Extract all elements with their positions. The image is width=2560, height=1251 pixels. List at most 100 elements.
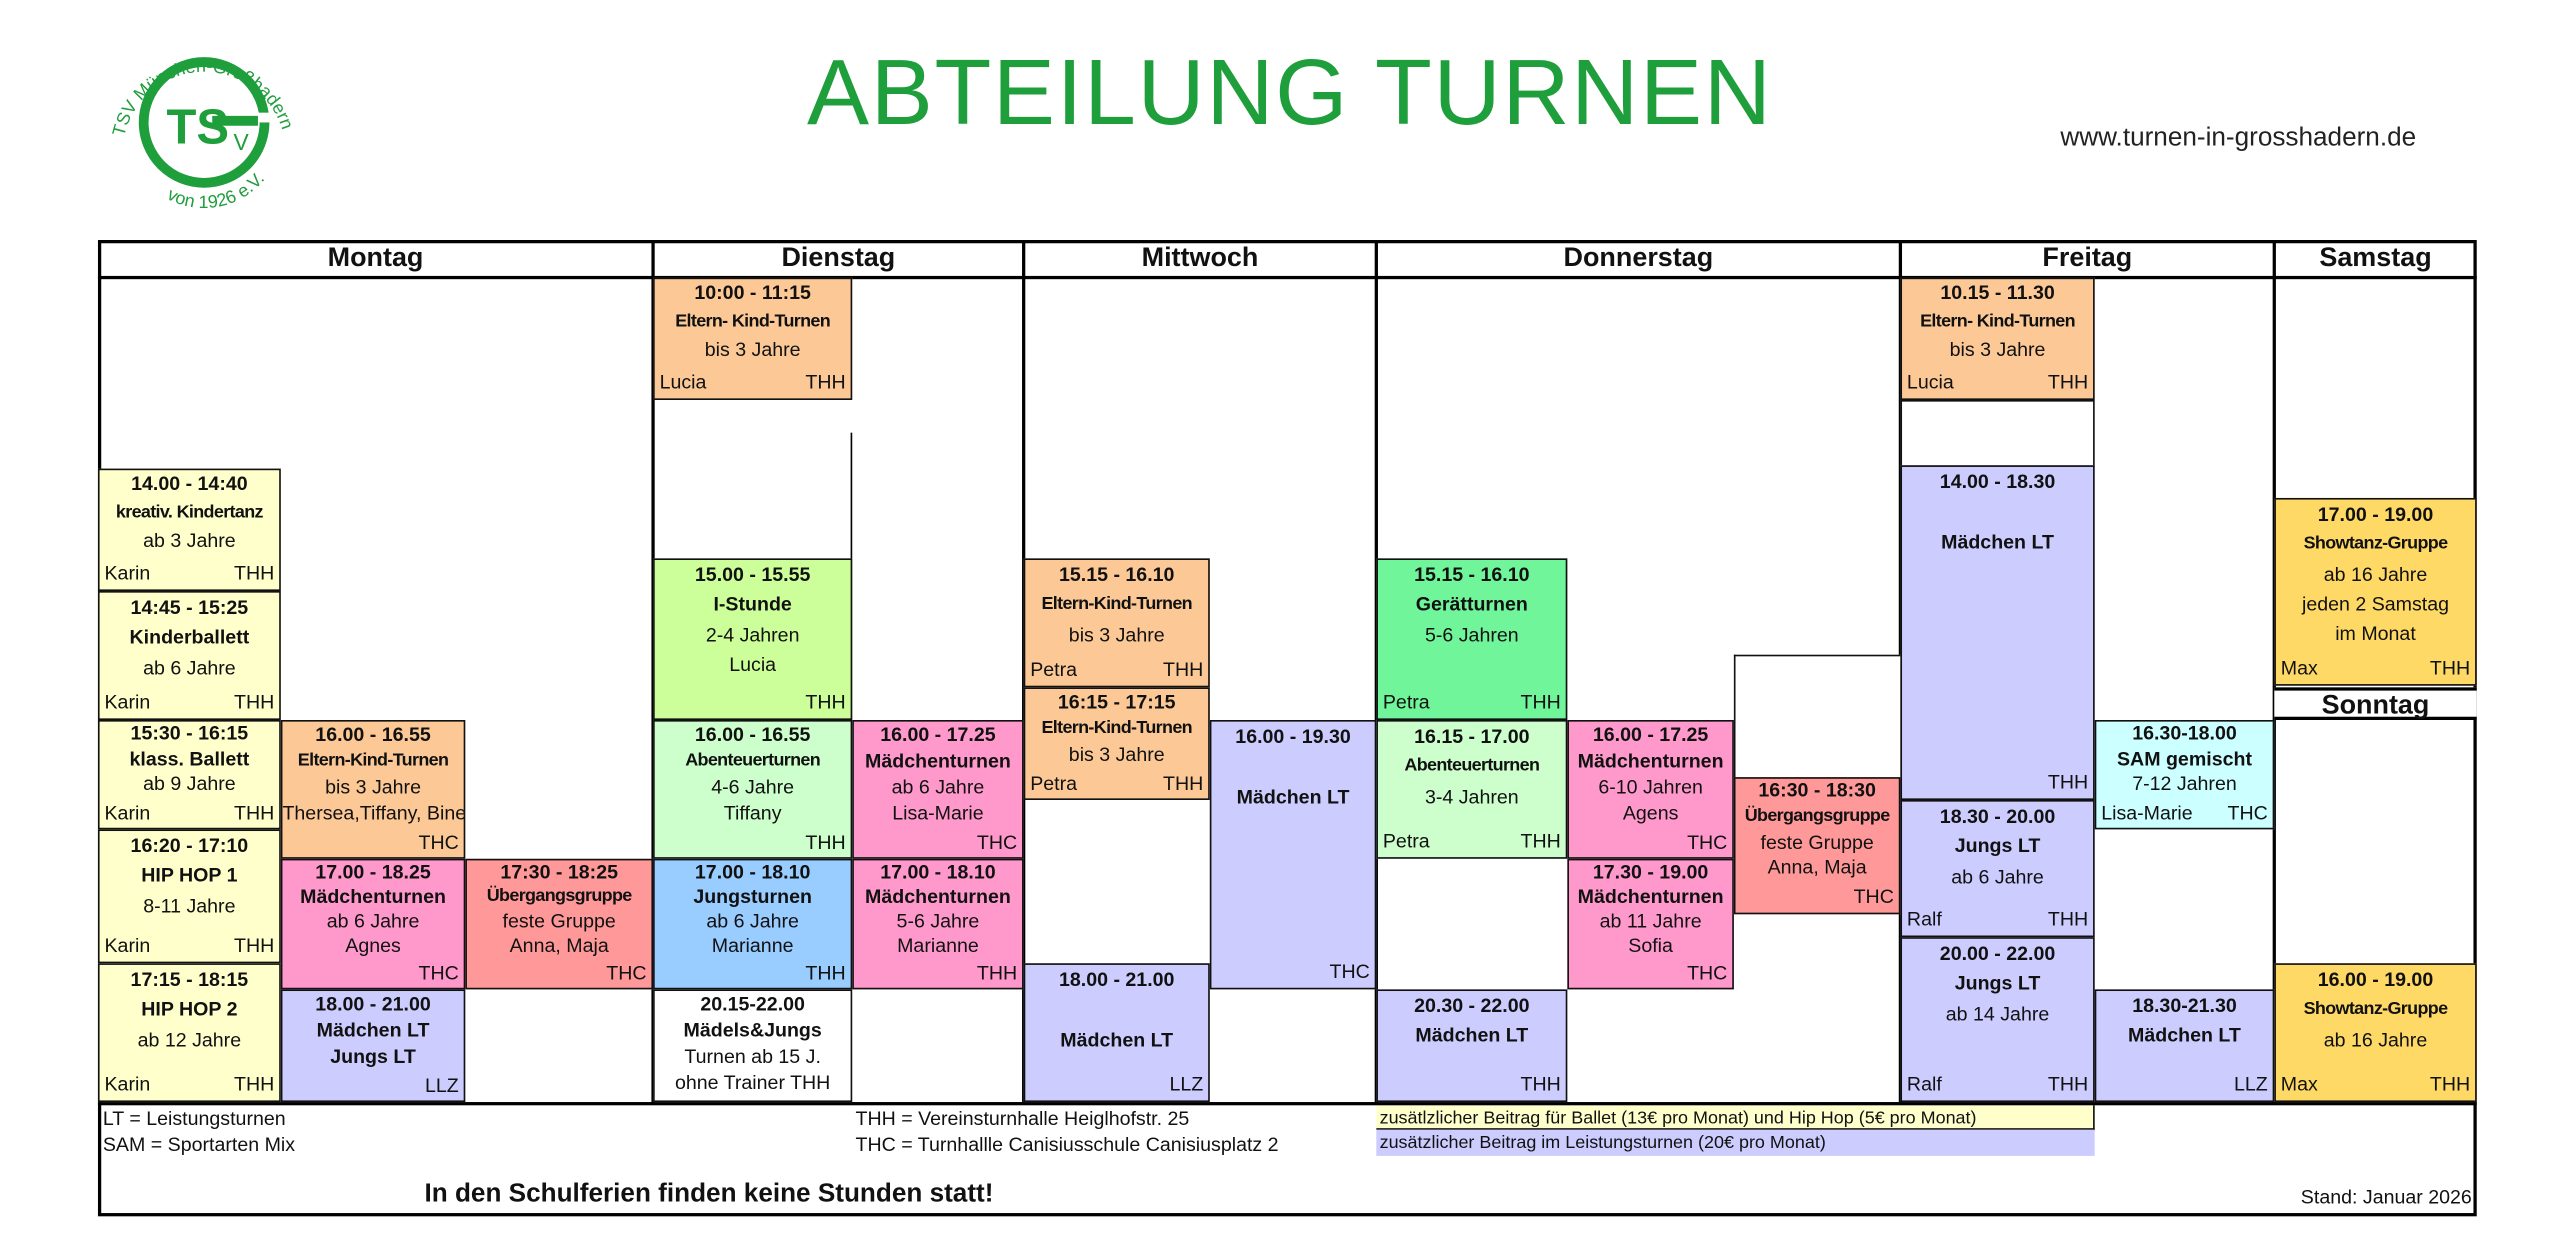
- session-detail: ab 11 Jahre: [1599, 909, 1702, 933]
- session-footer: LLZ: [2096, 1069, 2272, 1099]
- session-detail: ab 12 Jahre: [137, 1028, 242, 1052]
- session-location: THH: [805, 689, 846, 713]
- session-title: Mädchen LT: [1236, 784, 1350, 808]
- session-trainer: Ralf: [1906, 907, 1942, 930]
- session-time: 16.00 - 16.55: [315, 723, 431, 747]
- session-location: LLZ: [1169, 1071, 1204, 1095]
- session-location: THH: [234, 689, 275, 713]
- session-location: THH: [1520, 689, 1561, 713]
- session-time: 17.30 - 19.00: [1592, 860, 1709, 884]
- session-footer: THH: [655, 829, 851, 855]
- session-location: THH: [976, 961, 1018, 985]
- session-title: Mädels&Jungs: [683, 1018, 822, 1042]
- session-time: 20.00 - 22.00: [1939, 942, 2056, 965]
- session-time: 17.00 - 18.25: [315, 860, 431, 884]
- session-trainer: Max: [2280, 655, 2318, 679]
- session-time: 17.00 - 19.00: [2317, 502, 2434, 526]
- session-title: Eltern- Kind-Turnen: [1920, 311, 2076, 331]
- session-detail: Agens: [1622, 801, 1679, 825]
- session-footer: THH: [655, 962, 851, 986]
- session-detail: ab 3 Jahre: [143, 528, 236, 552]
- session-time: 16.00 - 19.00: [2317, 968, 2434, 992]
- session-title: Mädchen LT: [316, 1018, 430, 1042]
- session-footer: THC: [282, 829, 463, 855]
- session-location: THC: [1687, 831, 1728, 854]
- session-detail: ab 6 Jahre: [891, 775, 985, 799]
- day-header-montag: Montag: [327, 243, 424, 273]
- session-time: 15.15 - 16.10: [1058, 563, 1175, 587]
- session-footer: THC: [282, 962, 463, 986]
- session-trainer: Petra: [1382, 828, 1430, 852]
- session-trainer: Petra: [1382, 689, 1430, 713]
- session-location: THC: [1853, 885, 1894, 909]
- session-time: 14.00 - 14:40: [131, 471, 248, 495]
- session-detail: ab 16 Jahre: [2323, 1028, 2428, 1052]
- session-detail: 3-4 Jahren: [1424, 784, 1519, 808]
- session-footer: LLZ: [1025, 1069, 1208, 1099]
- spacer: [1025, 995, 1208, 1025]
- session-detail: Marianne: [897, 933, 979, 957]
- session-time: 18.00 - 21.00: [315, 992, 431, 1016]
- session-title: Eltern- Kind-Turnen: [675, 311, 831, 331]
- session-title: Abenteuerturnen: [685, 751, 821, 771]
- session-time: 14.00 - 18.30: [1939, 470, 2056, 494]
- header-divider: [97, 275, 2477, 280]
- session-time: 16:15 - 17:15: [1057, 690, 1176, 714]
- session-detail: jeden 2 Samstag: [2301, 592, 2450, 616]
- session-footer: THH: [655, 687, 851, 717]
- page-title: ABTEILUNG TURNEN: [807, 40, 1773, 146]
- legend-divider: [97, 1102, 2477, 1106]
- session-title: Mädchen LT: [1415, 1024, 1529, 1048]
- session-location: THC: [1687, 961, 1728, 985]
- session-location: THC: [976, 831, 1018, 854]
- session-trainer: Karin: [104, 1071, 151, 1095]
- session-detail: ab 6 Jahre: [1951, 864, 2044, 888]
- club-logo: TS V TSV München-Großhadern von 1926 e.V…: [95, 23, 314, 222]
- session-location: LLZ: [2233, 1071, 2268, 1095]
- session-time: 20.30 - 22.00: [1414, 994, 1530, 1018]
- location-legend: THH = Vereinsturnhalle Heiglhofstr. 25 T…: [856, 1105, 1279, 1157]
- day-header-dienstag: Dienstag: [781, 243, 896, 273]
- session-time: 16:30 - 18:30: [1758, 778, 1876, 802]
- session-detail: bis 3 Jahre: [325, 775, 421, 799]
- session-time: 17.00 - 18.10: [880, 860, 996, 884]
- website-link[interactable]: www.turnen-in-grosshadern.de: [2060, 124, 2417, 152]
- legend-sam: SAM = Sportarten Mix: [102, 1133, 296, 1156]
- session-time: 16:20 - 17:10: [130, 834, 249, 858]
- session-time: 18.00 - 21.00: [1058, 968, 1175, 992]
- session-location: THH: [234, 933, 275, 957]
- session-title: I-Stunde: [713, 593, 792, 617]
- session-title: Showtanz-Gruppe: [2303, 534, 2449, 555]
- session-footer: THH: [1902, 767, 2093, 797]
- session-detail: ab 6 Jahre: [706, 909, 799, 933]
- day-header-sonntag: Sonntag: [2274, 687, 2477, 720]
- legend-thc: THC = Turnhallle Canisiusschule Canisius…: [855, 1133, 1279, 1156]
- status-date: Stand: Januar 2026: [2300, 1185, 2472, 1209]
- session-title: Mädchen LT: [1060, 1028, 1174, 1052]
- spacer: [1902, 497, 2093, 527]
- svg-text:V: V: [233, 129, 249, 155]
- session-footer: THC: [1569, 829, 1732, 855]
- session-title: Jungs LT: [1954, 972, 2041, 995]
